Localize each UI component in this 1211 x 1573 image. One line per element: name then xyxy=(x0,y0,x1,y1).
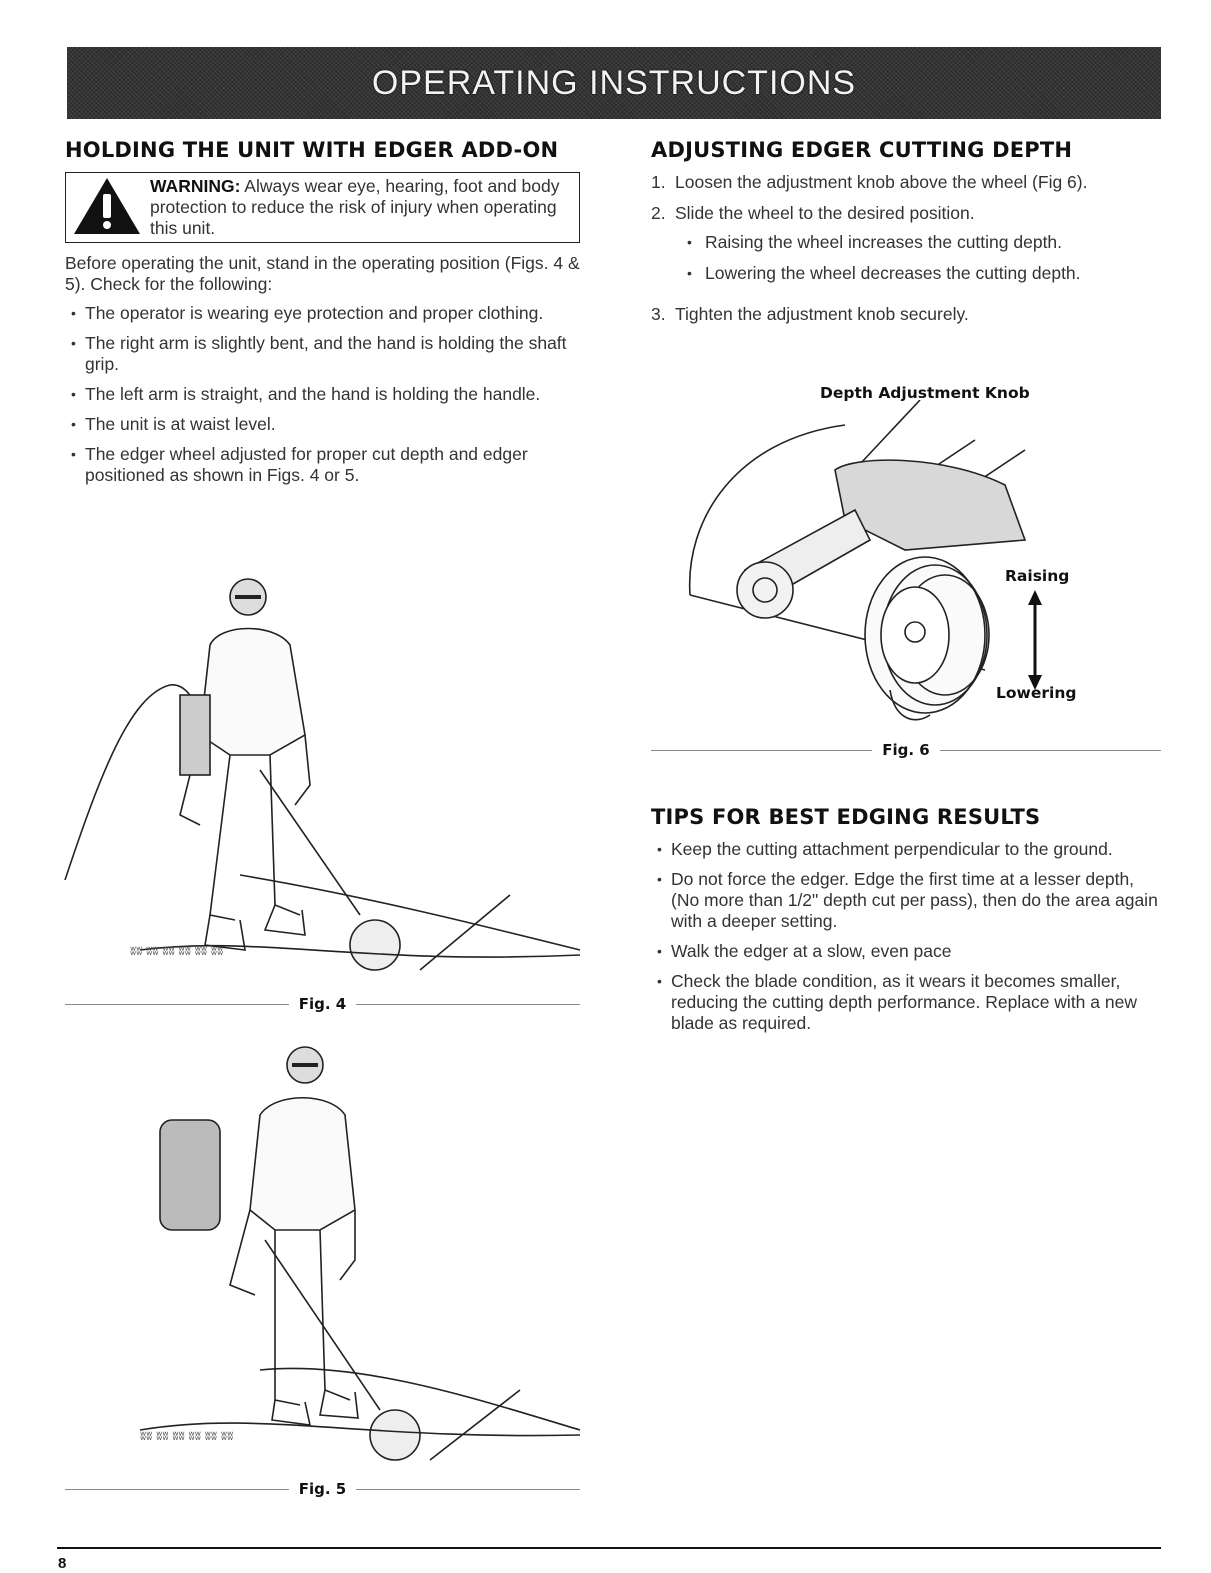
list-item: Walk the edger at a slow, even pace xyxy=(651,941,1161,962)
list-item: Raising the wheel increases the cutting … xyxy=(675,232,1081,253)
caption-rule xyxy=(356,1003,581,1005)
list-item: The right arm is slightly bent, and the … xyxy=(65,333,580,375)
warning-label: WARNING: xyxy=(150,176,241,196)
intro-paragraph: Before operating the unit, stand in the … xyxy=(65,253,580,294)
list-item: The unit is at waist level. xyxy=(65,414,580,435)
caption-rule xyxy=(939,749,1162,751)
right-column: ADJUSTING EDGER CUTTING DEPTH 1. Loosen … xyxy=(651,138,1161,335)
list-item: Do not force the edger. Edge the first t… xyxy=(651,869,1161,932)
fig5-caption-row: Fig. 5 xyxy=(65,1480,581,1498)
warning-box: WARNING: Always wear eye, hearing, foot … xyxy=(65,172,580,243)
warning-body: Always wear eye, hearing, foot and body … xyxy=(150,176,560,238)
fig5-caption: Fig. 5 xyxy=(298,1480,347,1498)
footer-rule xyxy=(57,1547,1161,1549)
tips-section: TIPS FOR BEST EDGING RESULTS Keep the cu… xyxy=(651,805,1161,1043)
step-body: Slide the wheel to the desired position.… xyxy=(675,203,1081,294)
fig4-caption: Fig. 4 xyxy=(298,995,347,1013)
step-number: 3. xyxy=(651,304,666,324)
warning-text: WARNING: Always wear eye, hearing, foot … xyxy=(150,176,573,239)
step-sublist: Raising the wheel increases the cutting … xyxy=(675,232,1081,284)
step-text: Slide the wheel to the desired position. xyxy=(675,203,975,223)
left-column: HOLDING THE UNIT WITH EDGER ADD-ON WARNI… xyxy=(65,138,580,495)
adjustment-steps: 1. Loosen the adjustment knob above the … xyxy=(651,172,1161,325)
banner-title: OPERATING INSTRUCTIONS xyxy=(371,63,857,102)
page-number: 8 xyxy=(58,1555,67,1572)
svg-text:ʬʬ ʬʬ ʬʬ ʬʬ ʬʬ ʬʬ: ʬʬ ʬʬ ʬʬ ʬʬ ʬʬ ʬʬ xyxy=(140,1429,233,1443)
step-item: 2. Slide the wheel to the desired positi… xyxy=(651,203,1161,294)
warning-triangle-icon xyxy=(74,178,140,234)
fig6-caption-row: Fig. 6 xyxy=(651,741,1162,759)
step-text: Tighten the adjustment knob securely. xyxy=(675,304,969,324)
fig5-illustration: ʬʬ ʬʬ ʬʬ ʬʬ ʬʬ ʬʬ xyxy=(139,1046,581,1461)
caption-rule xyxy=(651,749,873,751)
list-item: Lowering the wheel decreases the cutting… xyxy=(675,263,1081,284)
step-number: 1. xyxy=(651,172,666,192)
caption-rule xyxy=(356,1488,581,1490)
fig6-illustration xyxy=(688,400,1042,721)
adjusting-depth-heading: ADJUSTING EDGER CUTTING DEPTH xyxy=(651,138,1073,162)
holding-unit-heading: HOLDING THE UNIT WITH EDGER ADD-ON xyxy=(65,138,559,162)
depth-knob-label: Depth Adjustment Knob xyxy=(820,384,1030,402)
section-banner: OPERATING INSTRUCTIONS xyxy=(67,47,1161,119)
tips-list: Keep the cutting attachment perpendicula… xyxy=(651,839,1161,1034)
list-item: Keep the cutting attachment perpendicula… xyxy=(651,839,1161,860)
list-item: The operator is wearing eye protection a… xyxy=(65,303,580,324)
list-item: The edger wheel adjusted for proper cut … xyxy=(65,444,580,486)
lowering-label: Lowering xyxy=(996,684,1077,702)
caption-rule xyxy=(65,1003,289,1005)
list-item: The left arm is straight, and the hand i… xyxy=(65,384,580,405)
svg-text:ʬʬ ʬʬ ʬʬ ʬʬ ʬʬ ʬʬ: ʬʬ ʬʬ ʬʬ ʬʬ ʬʬ ʬʬ xyxy=(130,944,223,958)
step-number: 2. xyxy=(651,203,666,223)
fig4-caption-row: Fig. 4 xyxy=(65,995,581,1013)
fig6-caption: Fig. 6 xyxy=(882,741,930,759)
raising-label: Raising xyxy=(1005,567,1070,585)
step-text: Loosen the adjustment knob above the whe… xyxy=(675,172,1088,192)
step-item: 3. Tighten the adjustment knob securely. xyxy=(651,304,1161,325)
step-item: 1. Loosen the adjustment knob above the … xyxy=(651,172,1161,193)
caption-rule xyxy=(65,1488,289,1490)
tips-heading: TIPS FOR BEST EDGING RESULTS xyxy=(651,805,1041,829)
fig4-illustration: ʬʬ ʬʬ ʬʬ ʬʬ ʬʬ ʬʬ xyxy=(64,578,581,971)
raise-lower-arrow-icon xyxy=(1028,590,1042,690)
checklist: The operator is wearing eye protection a… xyxy=(65,303,580,486)
list-item: Check the blade condition, as it wears i… xyxy=(651,971,1161,1034)
